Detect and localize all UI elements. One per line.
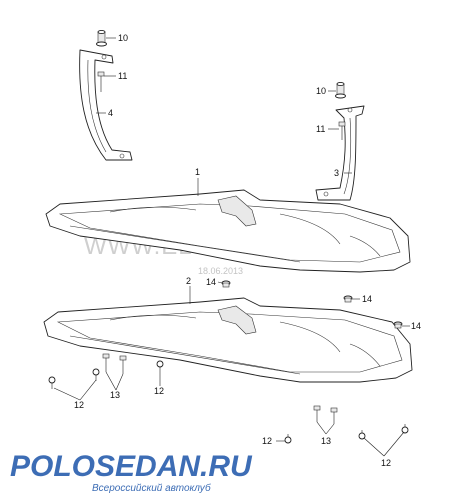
screw-icon — [119, 355, 127, 374]
screw-icon — [92, 368, 100, 381]
brand-name: POLOSEDAN.RU — [10, 450, 253, 483]
callout-14-center: 14 — [206, 277, 216, 287]
callout-12-middle: 12 — [154, 386, 164, 396]
callout-12-lower: 12 — [262, 436, 272, 446]
screw-icon — [102, 353, 110, 372]
callout-1: 1 — [195, 167, 200, 177]
callout-12-left: 12 — [74, 400, 84, 410]
screw-icon — [401, 424, 409, 434]
screw-icon — [313, 405, 321, 422]
callout-10-top-right: 10 — [316, 86, 326, 96]
callout-4: 4 — [108, 108, 113, 118]
screw-icon — [156, 360, 164, 374]
clip-icon — [393, 321, 403, 329]
callout-labels: 10 11 4 10 11 3 1 2 14 14 14 12 13 12 12… — [74, 33, 421, 468]
screw-icon — [330, 407, 338, 424]
underbody-guard-lower-part — [43, 297, 413, 383]
callout-13-right: 13 — [321, 436, 331, 446]
callout-11-top-right: 11 — [316, 124, 325, 134]
screw-icon — [97, 71, 105, 92]
bracket-left-part — [79, 49, 133, 161]
callout-3: 3 — [334, 168, 339, 178]
brand-logo: POLOSEDAN.RU Всероссийский автоклуб — [10, 450, 253, 494]
watermark-date: 18.06.2013 — [198, 266, 243, 276]
bracket-right-part — [315, 105, 365, 201]
callout-13-left: 13 — [110, 390, 120, 400]
clip-icon — [343, 295, 353, 303]
screw-icon — [338, 121, 346, 140]
callout-14-far-right: 14 — [411, 321, 421, 331]
bolt-icon — [96, 29, 107, 47]
callout-10-top-left: 10 — [118, 33, 128, 43]
brand-tagline: Всероссийский автоклуб — [92, 482, 211, 494]
clip-icon — [221, 280, 231, 288]
callout-2: 2 — [186, 276, 191, 286]
callout-11-top-left: 11 — [118, 71, 127, 81]
leader-lines — [53, 37, 410, 457]
bolt-icon — [335, 81, 346, 99]
callout-12-right: 12 — [381, 458, 391, 468]
screw-icon — [358, 430, 366, 440]
screw-icon — [48, 376, 56, 389]
screw-icon — [284, 434, 292, 444]
underbody-guard-upper-part — [45, 189, 411, 273]
callout-14-right: 14 — [362, 294, 372, 304]
